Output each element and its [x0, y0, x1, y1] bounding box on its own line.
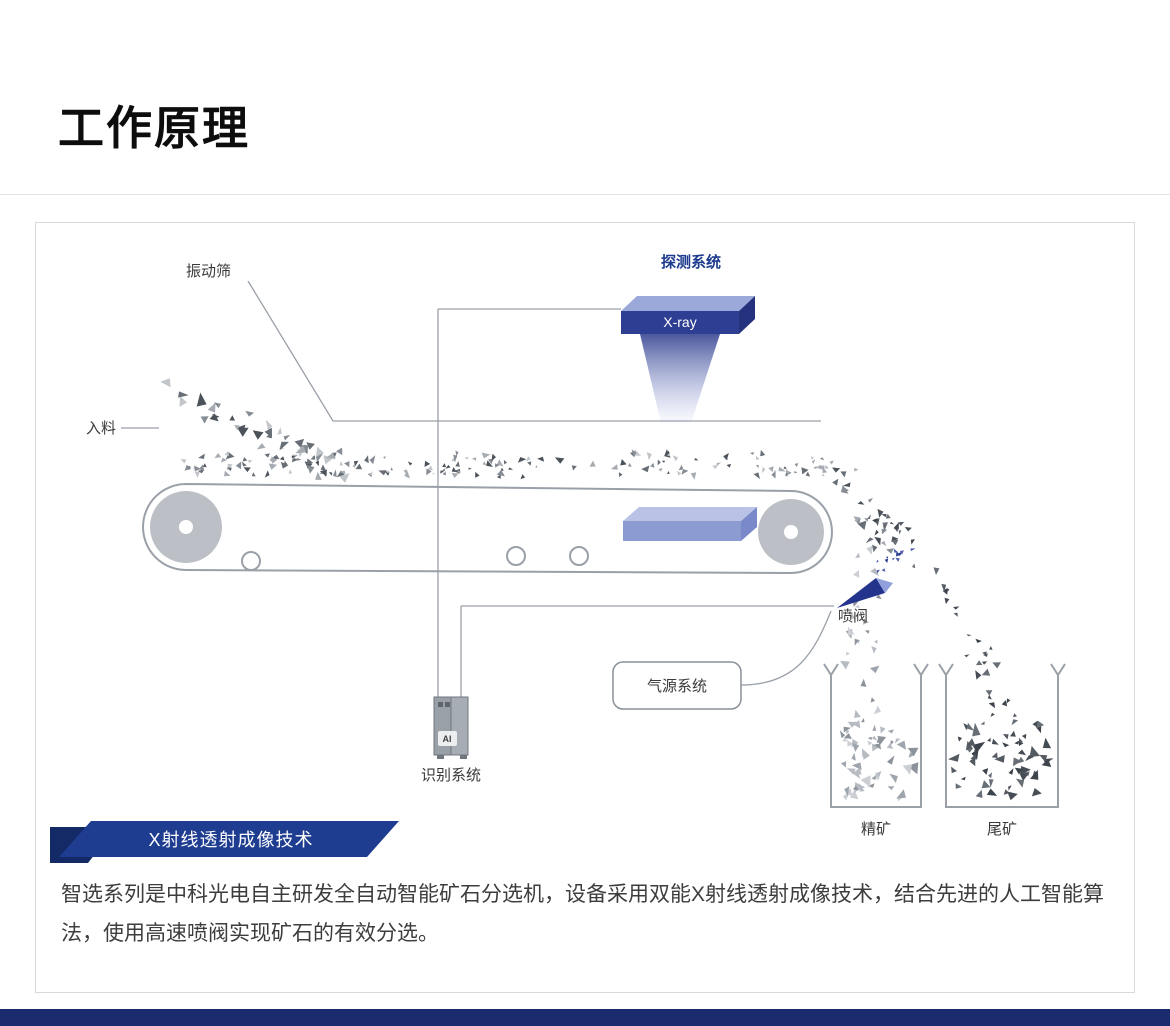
air-supply-label: 气源系统	[647, 678, 707, 695]
tailings-bin	[938, 663, 1066, 808]
recognition-system-label: 识别系统	[421, 767, 481, 784]
connector-lines	[121, 280, 834, 697]
tailings-pile-particles	[948, 720, 1054, 801]
air-supply-box: 气源系统	[612, 661, 742, 710]
feed-label: 入料	[86, 420, 116, 437]
tailings-stream-particles	[872, 513, 1019, 737]
belt-roller	[241, 551, 261, 571]
concentrate-pile-particles	[839, 726, 919, 802]
xray-detector-box	[623, 507, 757, 541]
fall-particles	[832, 467, 899, 554]
vibrating-screen-label: 振动筛	[186, 263, 231, 280]
belt-roller	[569, 546, 589, 566]
spray-particles	[876, 548, 916, 574]
technology-banner-label: X射线透射成像技术	[148, 830, 313, 850]
header-divider	[0, 194, 1170, 195]
diagram-panel: X-ray 气源系统 AI	[35, 222, 1135, 993]
xray-label: X-ray	[663, 314, 696, 330]
description-text: 智选系列是中科光电自主研发全自动智能矿石分选机，设备采用双能X射线透射成像技术，…	[61, 883, 1105, 945]
page-title: 工作原理	[58, 102, 250, 154]
concentrate-stream-particles	[840, 545, 882, 741]
ai-cabinet-icon: AI	[433, 696, 469, 759]
conveyor-belt	[142, 482, 833, 575]
ai-chip-label: AI	[443, 734, 452, 744]
feed-particles	[160, 378, 350, 483]
detection-system-label: 探测系统	[661, 253, 721, 271]
belt-particles	[180, 449, 847, 480]
tailings-bin-label: 尾矿	[987, 821, 1017, 838]
footer-bar	[0, 1009, 1170, 1026]
page-header: 工作原理	[0, 0, 1170, 158]
spray-valve-label: 喷阀	[838, 608, 868, 625]
xray-beam	[640, 334, 720, 423]
technology-banner: X射线透射成像技术	[50, 821, 399, 863]
spray-nozzle-icon	[837, 578, 893, 608]
concentrate-bin	[823, 663, 929, 808]
working-principle-diagram: X-ray 气源系统 AI	[50, 253, 1066, 863]
belt-roller	[506, 546, 526, 566]
xray-source: X-ray	[621, 296, 755, 334]
concentrate-bin-label: 精矿	[861, 821, 891, 838]
